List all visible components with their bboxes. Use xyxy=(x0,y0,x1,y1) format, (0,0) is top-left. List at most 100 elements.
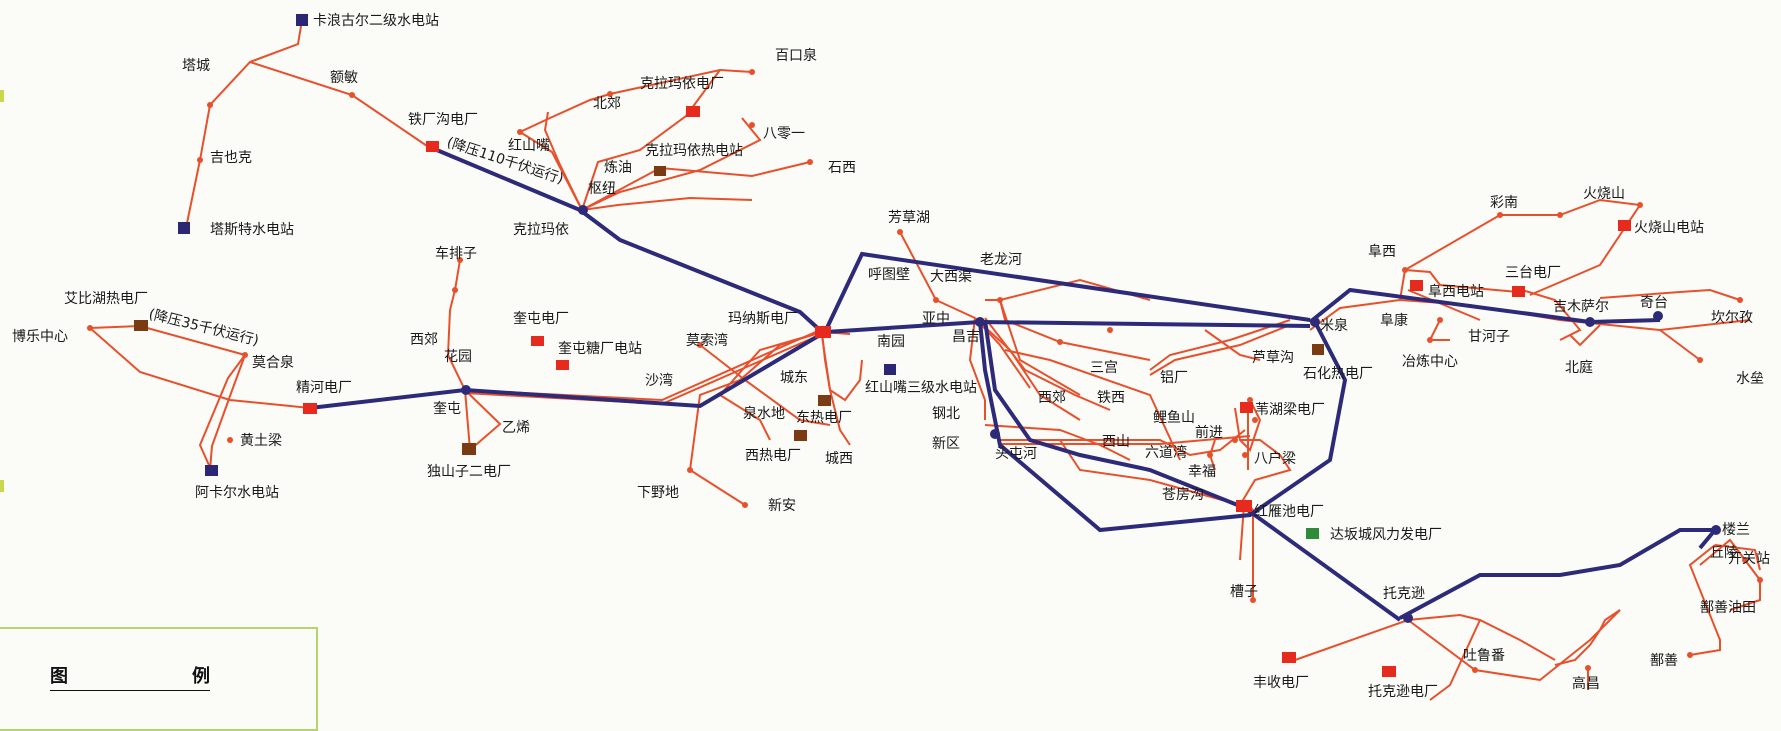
label: 红雁池电厂 xyxy=(1254,504,1324,520)
label: 吉木萨尔 xyxy=(1553,299,1609,315)
label: 阜西 xyxy=(1368,243,1396,260)
label: 炼油 xyxy=(604,160,632,176)
label: 冶炼中心 xyxy=(1402,354,1458,370)
label: 城东 xyxy=(780,370,808,386)
label: 鲤鱼山 xyxy=(1153,409,1195,426)
label: 火烧山 xyxy=(1583,186,1625,202)
label: 克拉玛依电厂 xyxy=(640,76,724,92)
label: 鄯善油田 xyxy=(1700,599,1756,616)
power-grid-map: 卡浪古尔二级水电站 塔城 额敏 吉也克 塔斯特水电站 铁厂沟电厂 (降压110千… xyxy=(12,13,1770,701)
plant-fengshou xyxy=(1282,652,1296,663)
plant-dongre xyxy=(818,395,831,406)
label: 六道湾 xyxy=(1145,444,1187,461)
label: 幸福 xyxy=(1188,464,1216,480)
label: 北郊 xyxy=(593,95,621,112)
plant-kelamayi-thermal xyxy=(654,166,666,176)
label: 花园 xyxy=(444,349,472,365)
plant-santai xyxy=(1512,286,1525,297)
label: 石西 xyxy=(828,160,856,176)
label: 西山 xyxy=(1102,434,1130,450)
label: 阜西电站 xyxy=(1428,283,1484,300)
label: 阿卡尔水电站 xyxy=(195,485,279,501)
label: 三台电厂 xyxy=(1505,265,1561,281)
plant-tuokexun xyxy=(1382,666,1396,677)
label: 额敏 xyxy=(330,70,358,86)
plant-xire xyxy=(794,430,807,441)
plant-kuitun xyxy=(531,336,544,346)
label: 北庭 xyxy=(1565,359,1593,376)
label: 奇台 xyxy=(1640,294,1668,311)
label: 克拉玛依 xyxy=(513,222,569,238)
label: 奎屯糖厂电站 xyxy=(558,341,642,357)
label: 槽子 xyxy=(1230,584,1258,600)
label: 奎屯电厂 xyxy=(513,311,569,327)
orange-nodes xyxy=(87,69,1763,673)
label: 新安 xyxy=(768,498,796,514)
label: 开关站 xyxy=(1728,551,1770,567)
place-labels: 卡浪古尔二级水电站 塔城 额敏 吉也克 塔斯特水电站 铁厂沟电厂 (降压110千… xyxy=(12,13,1770,700)
label: 独山子二电厂 xyxy=(427,464,511,480)
plant-hongyanchi xyxy=(1236,500,1252,512)
label: 三宫 xyxy=(1090,360,1118,376)
label: 奎屯 xyxy=(433,401,461,417)
plant-aibihu xyxy=(134,320,148,331)
label: 百口泉 xyxy=(775,47,817,64)
label: 乙烯 xyxy=(502,420,530,436)
label: 东热电厂 xyxy=(796,410,852,426)
label: 鄯善 xyxy=(1650,652,1678,669)
legend-title-right: 例 xyxy=(192,666,210,687)
label: 西郊 xyxy=(410,331,438,348)
label: 老龙河 xyxy=(980,252,1022,268)
legend-title-left: 图 xyxy=(50,666,68,687)
label: 卡浪古尔二级水电站 xyxy=(313,13,439,29)
label: 达坂城风力发电厂 xyxy=(1330,527,1442,543)
label: 坎尔孜 xyxy=(1711,310,1753,326)
label: 丰收电厂 xyxy=(1253,675,1309,691)
label: 博乐中心 xyxy=(12,328,68,345)
plant-huoshaoshan xyxy=(1618,220,1631,231)
label: 下野地 xyxy=(637,485,679,501)
label: 苇湖梁电厂 xyxy=(1255,402,1325,418)
label: 钢北 xyxy=(932,406,960,422)
label: 昌吉 xyxy=(952,329,980,345)
label: 铁厂沟电厂 xyxy=(408,112,478,128)
plant-tiechanggou xyxy=(426,141,439,152)
label: 车排子 xyxy=(435,245,477,262)
lines-500kv xyxy=(309,146,1717,622)
label: 红山嘴三级水电站 xyxy=(865,380,977,396)
label: 丘陵 xyxy=(1710,545,1738,561)
label: 火烧山电站 xyxy=(1634,220,1704,236)
plant-weihuliang xyxy=(1240,402,1253,413)
plant-fuxi xyxy=(1410,280,1423,291)
plant-tasite xyxy=(178,222,190,234)
label: 苍房沟 xyxy=(1162,487,1204,503)
label: 高昌 xyxy=(1572,675,1600,692)
label: 芳草湖 xyxy=(888,209,930,226)
plant-dabancheng xyxy=(1306,528,1319,539)
label: 楼兰 xyxy=(1722,522,1750,538)
label: 石化热电厂 xyxy=(1303,366,1373,382)
label: 精河电厂 xyxy=(296,380,352,396)
label: 新区 xyxy=(932,436,960,452)
label: 甘河子 xyxy=(1468,329,1510,345)
edge-mark-bottom xyxy=(0,480,4,492)
label: 西热电厂 xyxy=(745,448,801,464)
plant-kalangguer xyxy=(296,14,308,26)
label: 八零一 xyxy=(763,126,805,142)
label: 玛纳斯电厂 xyxy=(728,311,798,327)
plant-akeer xyxy=(205,465,218,476)
label: 沙湾 xyxy=(645,372,673,389)
label: 艾比湖热电厂 xyxy=(64,291,148,307)
plant-shihua xyxy=(1312,344,1324,355)
label: 头屯河 xyxy=(995,446,1037,462)
plant-kuitun-sugar xyxy=(556,360,569,370)
label: 铁西 xyxy=(1097,390,1125,406)
plant-dushanzi xyxy=(462,443,476,455)
label: 彩南 xyxy=(1490,195,1518,211)
label: 莫索湾 xyxy=(686,332,728,349)
plant-jinghe xyxy=(303,403,317,414)
label: 米泉 xyxy=(1320,317,1348,334)
label: 大西渠 xyxy=(930,269,972,285)
label: 红山嘴 xyxy=(508,138,550,154)
legend-box: 图 例 xyxy=(0,627,318,731)
